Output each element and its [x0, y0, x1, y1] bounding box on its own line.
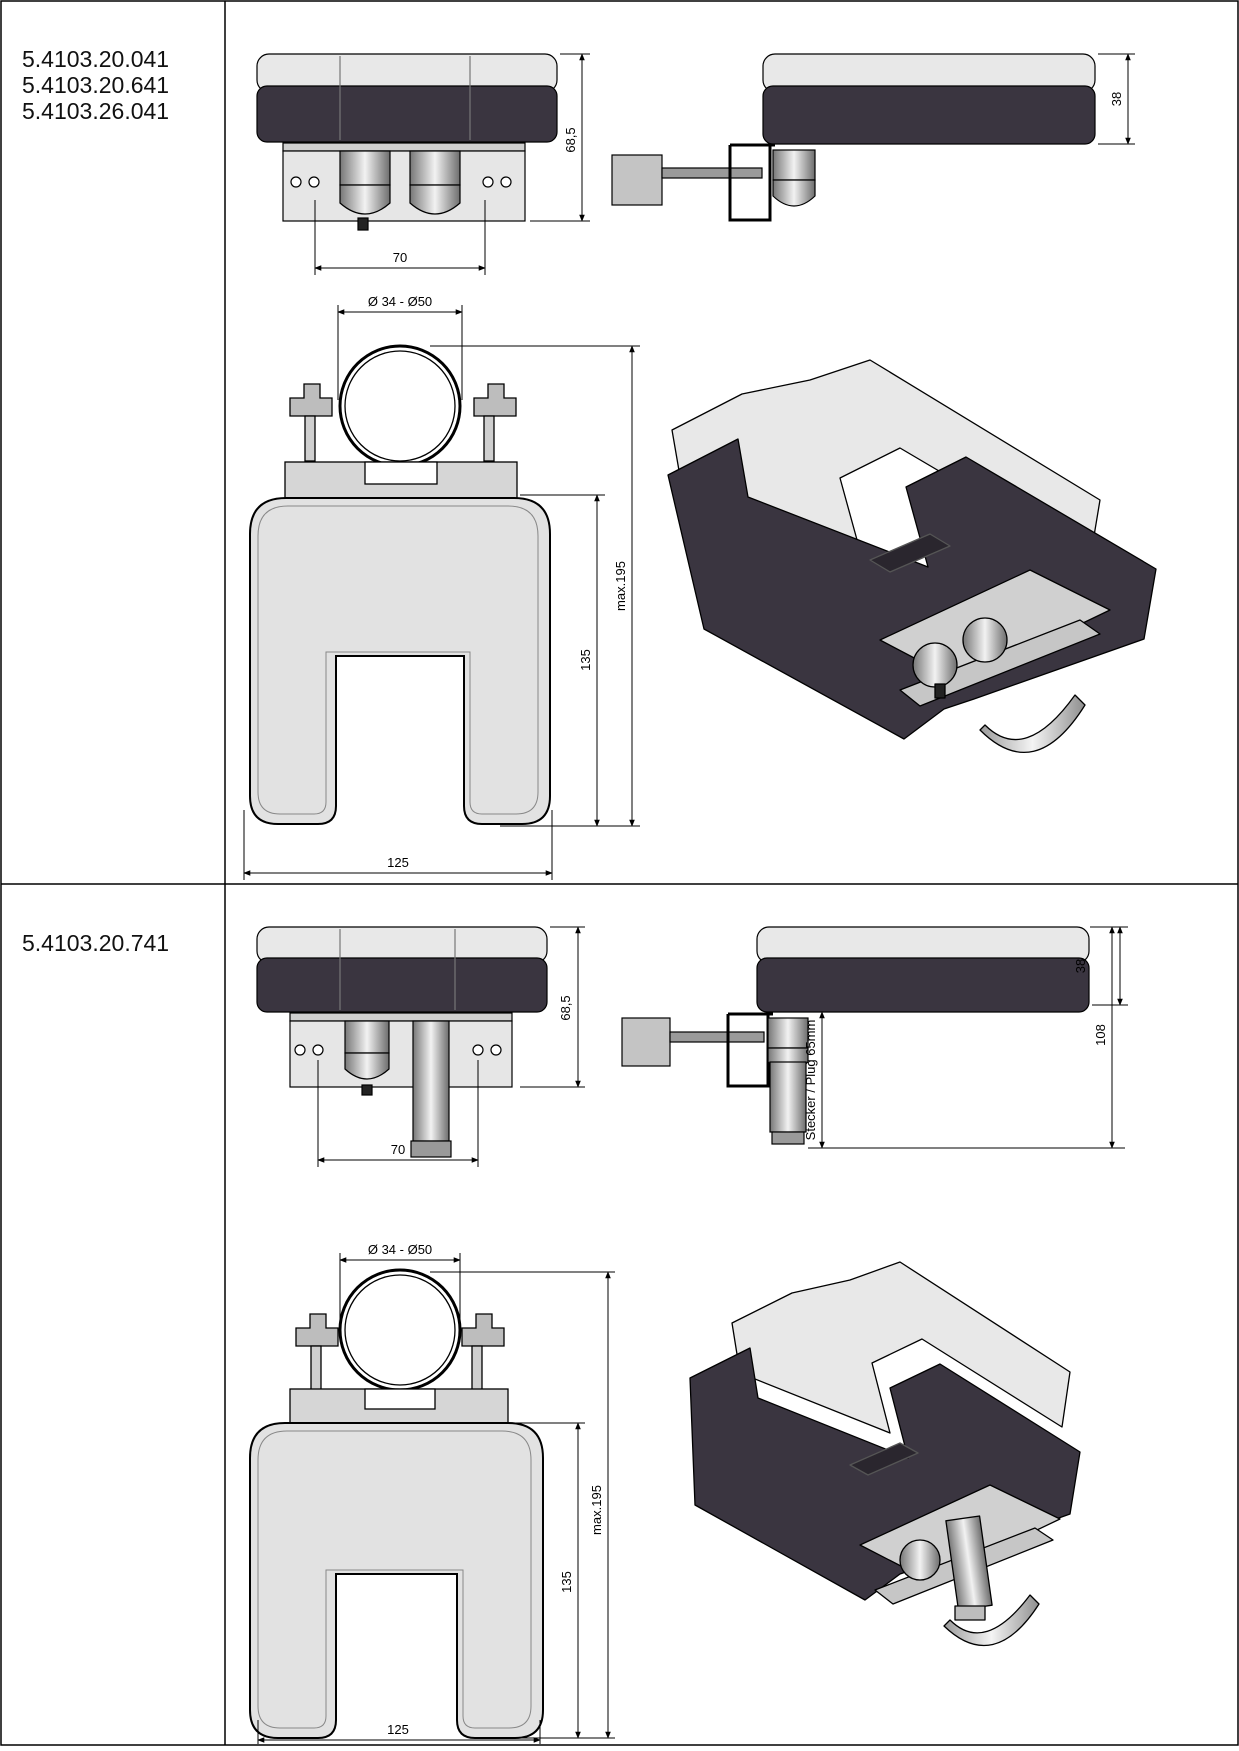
front-view-row2	[256, 926, 548, 1158]
front-view-row1	[256, 53, 558, 231]
dim-max195-row1: max.195	[613, 561, 628, 611]
dim-38-row2: 38	[1073, 959, 1088, 973]
dim-38-row1: 38	[1109, 92, 1124, 106]
model-number: 5.4103.20.041	[22, 46, 170, 72]
top-view-row1	[249, 344, 551, 825]
dim-lines-row2-top	[257, 1253, 615, 1744]
dim-lines-row1-top	[243, 305, 640, 880]
side-view-row1	[611, 53, 1096, 222]
model-list-row2: 5.4103.20.741	[22, 930, 169, 956]
isometric-view-row2	[689, 1261, 1081, 1647]
dim-135-row2: 135	[559, 1571, 574, 1593]
dim-plug-note-row2: Stecker / Plug 65mm	[803, 1020, 818, 1141]
dim-lines-row1-side	[1098, 53, 1135, 145]
dim-lines-row2-side	[808, 926, 1128, 1149]
dim-125-row1: 125	[387, 855, 409, 870]
dim-70-row2: 70	[391, 1142, 405, 1157]
dim-108-row2: 108	[1093, 1024, 1108, 1046]
model-number: 5.4103.20.741	[22, 930, 170, 956]
model-number: 5.4103.26.041	[22, 98, 170, 124]
dim-70-row1: 70	[393, 250, 407, 265]
top-view-row2	[249, 1268, 544, 1739]
dim-68-5-row1: 68,5	[563, 127, 578, 152]
dim-lines-row1-front	[314, 53, 590, 275]
isometric-view-row1	[667, 359, 1157, 753]
dim-pipe-diameter-row1: Ø 34 - Ø50	[368, 294, 432, 309]
dim-max195-row2: max.195	[589, 1485, 604, 1535]
model-list-row1: 5.4103.20.041 5.4103.20.641 5.4103.26.04…	[22, 46, 169, 124]
dim-pipe-diameter-row2: Ø 34 - Ø50	[368, 1242, 432, 1257]
dim-135-row1: 135	[578, 649, 593, 671]
dim-68-5-row2: 68,5	[558, 995, 573, 1020]
model-number: 5.4103.20.641	[22, 72, 170, 98]
dim-125-row2: 125	[387, 1722, 409, 1737]
dim-lines-row2-front	[317, 926, 585, 1167]
side-view-row2	[621, 926, 1090, 1145]
